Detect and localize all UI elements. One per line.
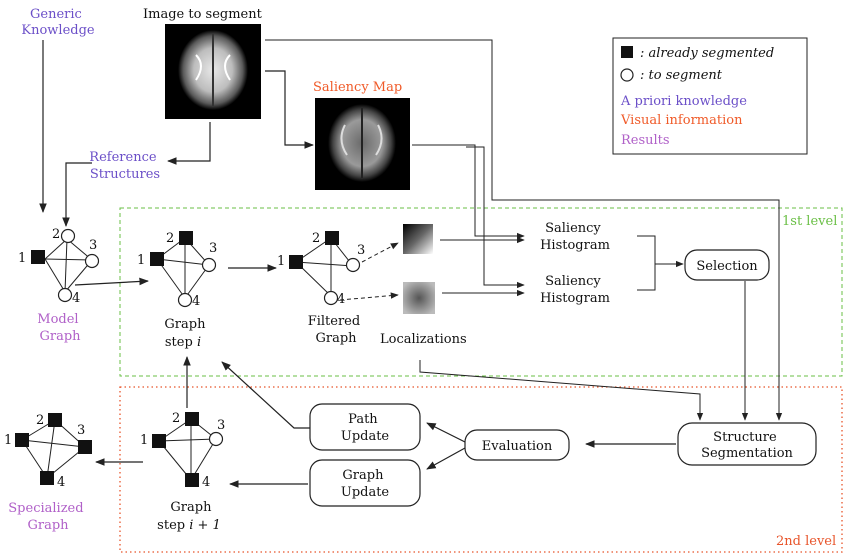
localization-map-4 — [403, 282, 435, 314]
path-update-box — [309, 403, 421, 451]
svg-text:4: 4 — [72, 291, 80, 306]
svg-text:1: 1 — [137, 253, 145, 268]
first-level-region — [119, 207, 843, 377]
svg-text:Visual information: Visual information — [620, 113, 743, 128]
svg-text:2: 2 — [36, 413, 44, 428]
svg-text:1: 1 — [4, 433, 12, 448]
svg-text:2: 2 — [172, 411, 180, 426]
path-update-label: Path Update — [341, 412, 390, 444]
svg-text:3: 3 — [217, 418, 225, 433]
svg-text:3: 3 — [89, 238, 97, 253]
graph-step-i-label: Graph step i — [164, 317, 209, 350]
specialized-graph-label: Specialized Graph — [8, 501, 87, 533]
svg-text:Results: Results — [621, 133, 670, 148]
structure-segmentation-label: Structure Segmentation — [701, 430, 793, 461]
first-level-label: 1st level — [782, 214, 837, 229]
graph-step-i-plus-1: 1 2 3 4 — [140, 411, 225, 490]
svg-text:3: 3 — [209, 241, 217, 256]
model-graph-label: Model Graph — [37, 312, 82, 344]
svg-text:4: 4 — [57, 475, 65, 490]
evaluation-box — [464, 429, 570, 461]
legend: : already segmented : to segment A prior… — [612, 37, 808, 155]
svg-text:2: 2 — [312, 231, 320, 246]
svg-text:4: 4 — [202, 475, 210, 490]
selection-box — [684, 249, 770, 281]
filtered-graph-label: Filtered Graph — [308, 314, 365, 346]
svg-text:: to segment: : to segment — [640, 68, 723, 83]
graph-update-label: Graph Update — [341, 468, 390, 500]
legend-to-segment-icon — [620, 68, 634, 82]
reference-structures-label: Reference Structures — [89, 150, 160, 182]
legend-segmented-icon — [621, 46, 633, 58]
saliency-histogram-2: Saliency Histogram — [540, 274, 610, 306]
selection-label: Selection — [696, 259, 758, 274]
saliency-map-image — [315, 98, 410, 190]
evaluation-label: Evaluation — [482, 439, 553, 454]
svg-text:1: 1 — [277, 254, 285, 269]
structure-segmentation-box — [677, 422, 817, 466]
svg-text:2: 2 — [52, 227, 60, 242]
image-to-segment-label: Image to segment — [143, 7, 263, 22]
generic-knowledge-label: Generic Knowledge — [21, 7, 95, 38]
graph-step-i-plus-1-label: Graph step i + 1 — [157, 500, 221, 533]
svg-text:1: 1 — [18, 251, 26, 266]
filtered-graph: 1 2 3 4 — [277, 231, 365, 307]
graph-update-box — [309, 459, 421, 507]
svg-text:2: 2 — [166, 231, 174, 246]
second-level-region — [119, 386, 843, 553]
second-level-label: 2nd level — [776, 534, 836, 549]
svg-text:: already segmented: : already segmented — [640, 46, 774, 61]
mri-image — [165, 24, 261, 119]
svg-text:A priori knowledge: A priori knowledge — [620, 94, 747, 109]
svg-text:3: 3 — [357, 243, 365, 258]
saliency-map-label: Saliency Map — [313, 80, 402, 95]
specialized-graph: 1 2 3 4 — [4, 413, 92, 490]
svg-text:4: 4 — [192, 294, 200, 309]
model-graph: 1 2 3 4 — [18, 227, 100, 306]
saliency-histogram-1: Saliency Histogram — [540, 221, 610, 253]
graph-step-i: 1 2 3 4 — [137, 231, 217, 309]
localization-map-3 — [403, 224, 433, 254]
svg-text:1: 1 — [140, 433, 148, 448]
localizations-label: Localizations — [380, 332, 467, 347]
svg-text:3: 3 — [77, 423, 85, 438]
